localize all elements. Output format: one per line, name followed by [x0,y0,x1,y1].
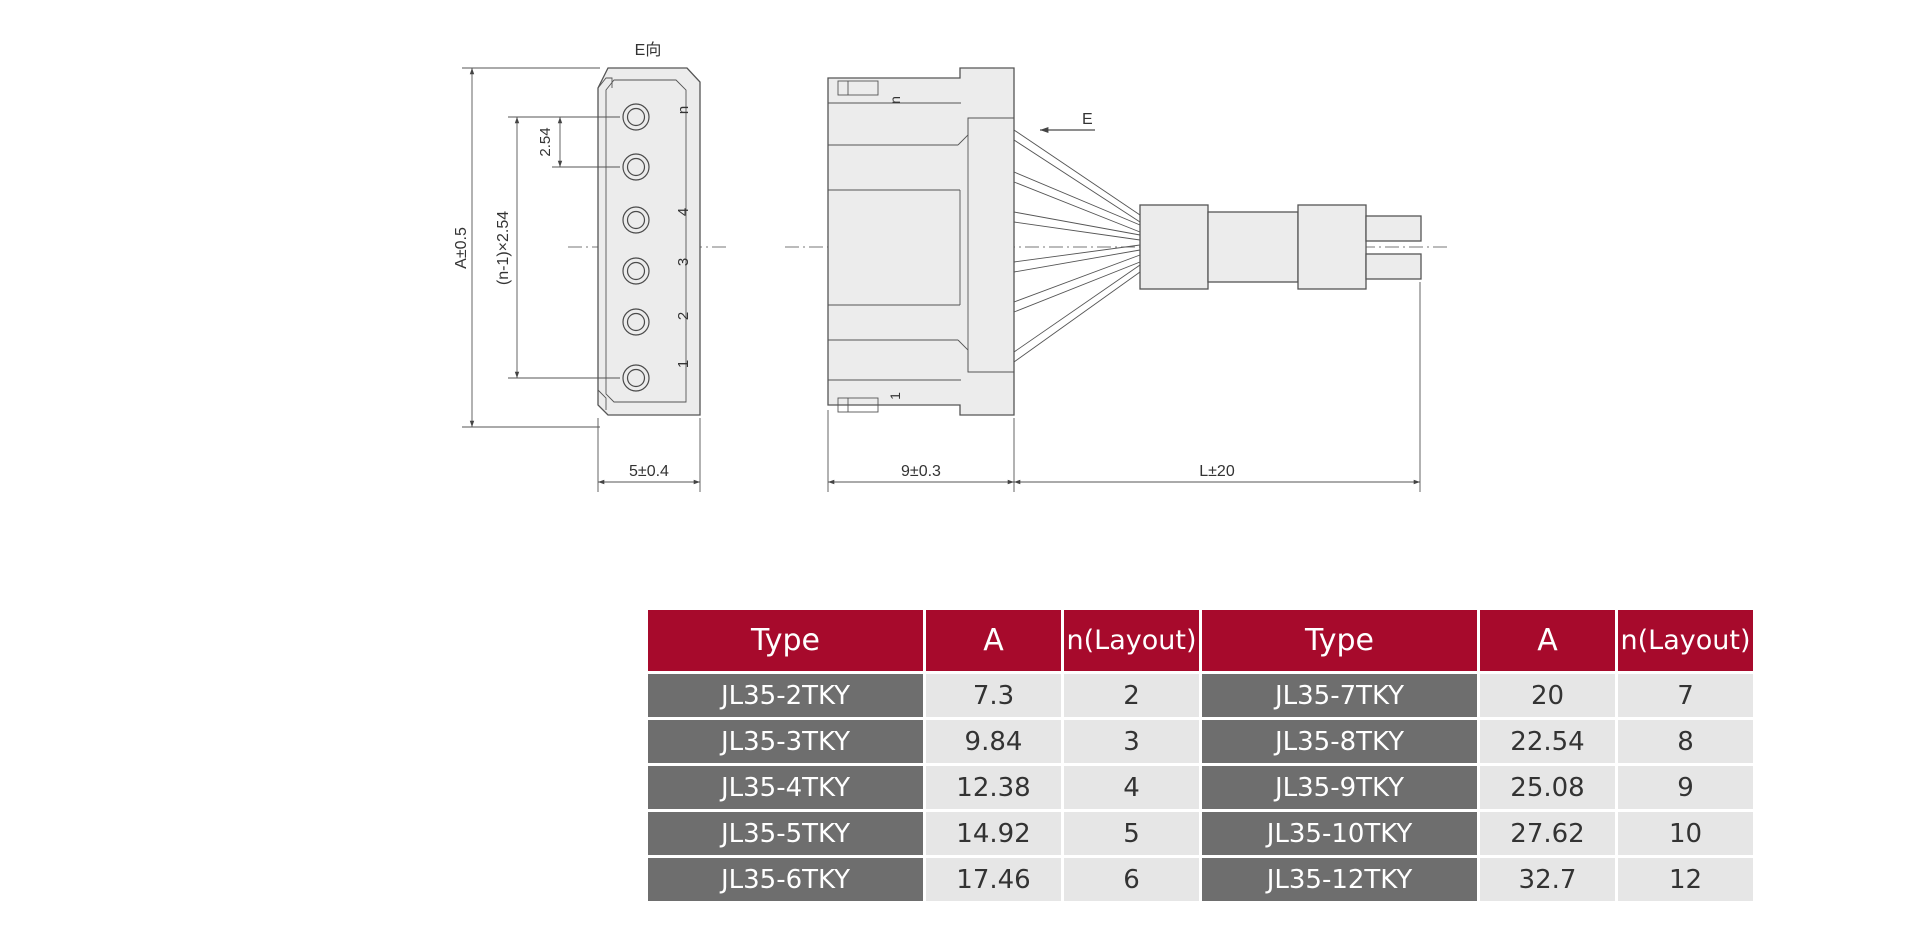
dim-body-length-label: 9±0.3 [901,463,941,480]
side-mark-bottom: 1 [887,392,903,400]
n-cell: 2 [1064,674,1199,717]
n-cell: 9 [1618,766,1753,809]
n-cell: 6 [1064,858,1199,901]
a-cell: 22.54 [1480,720,1615,763]
pin-label-n: n [675,106,692,114]
a-cell: 20 [1480,674,1615,717]
a-cell: 32.7 [1480,858,1615,901]
a-cell: 25.08 [1480,766,1615,809]
n-cell: 4 [1064,766,1199,809]
table-header-row: Type A n(Layout) Type A n(Layout) [648,610,1753,671]
a-cell: 12.38 [926,766,1061,809]
a-cell: 17.46 [926,858,1061,901]
table-row: JL35-4TKY 12.38 4 JL35-9TKY 25.08 9 [648,766,1753,809]
header-n-1: n(Layout) [1064,610,1199,671]
a-cell: 14.92 [926,812,1061,855]
type-cell: JL35-6TKY [648,858,923,901]
n-cell: 5 [1064,812,1199,855]
n-cell: 7 [1618,674,1753,717]
wire-bundle [1013,129,1141,363]
pin-label-4: 4 [675,208,692,216]
pin-array [622,103,650,392]
header-a-2: A [1480,610,1615,671]
type-cell: JL35-10TKY [1202,812,1477,855]
dim-pitch-total-label: (n-1)×2.54 [495,211,512,285]
header-n-2: n(Layout) [1618,610,1753,671]
dim-width-label: 5±0.4 [629,463,669,480]
table-row: JL35-6TKY 17.46 6 JL35-12TKY 32.7 12 [648,858,1753,901]
n-cell: 12 [1618,858,1753,901]
spec-table: Type A n(Layout) Type A n(Layout) JL35-2… [645,607,1756,904]
cable-sleeve-left [1139,204,1209,290]
n-cell: 10 [1618,812,1753,855]
dim-height-label: A±0.5 [453,227,470,269]
connector-technical-drawing: E向 n 4 3 2 1 A±0.5 (n-1)×2.54 [453,41,1450,492]
table-row: JL35-3TKY 9.84 3 JL35-8TKY 22.54 8 [648,720,1753,763]
header-type-1: Type [648,610,923,671]
wire-end-lower [1365,253,1422,280]
pin-label-1: 1 [675,360,692,368]
side-view: n 1 E 9±0.3 L±20 [785,67,1450,492]
type-cell: JL35-12TKY [1202,858,1477,901]
wire-end-upper [1365,215,1422,242]
a-cell: 9.84 [926,720,1061,763]
n-cell: 3 [1064,720,1199,763]
front-view: E向 n 4 3 2 1 A±0.5 (n-1)×2.54 [453,41,728,492]
header-a-1: A [926,610,1061,671]
type-cell: JL35-5TKY [648,812,923,855]
type-cell: JL35-8TKY [1202,720,1477,763]
cable-sleeve-right [1297,204,1367,290]
header-type-2: Type [1202,610,1477,671]
dim-pitch-label: 2.54 [537,127,554,156]
e-arrow-label: E [1082,111,1093,128]
type-cell: JL35-2TKY [648,674,923,717]
type-cell: JL35-7TKY [1202,674,1477,717]
pin-label-2: 2 [675,312,692,320]
table-row: JL35-5TKY 14.92 5 JL35-10TKY 27.62 10 [648,812,1753,855]
front-housing [597,67,701,416]
dim-cable-length-label: L±20 [1199,463,1235,480]
view-label: E向 [635,41,662,59]
table-row: JL35-2TKY 7.3 2 JL35-7TKY 20 7 [648,674,1753,717]
side-housing [827,67,1015,416]
type-cell: JL35-9TKY [1202,766,1477,809]
a-cell: 27.62 [1480,812,1615,855]
pin-label-3: 3 [675,258,692,266]
type-cell: JL35-3TKY [648,720,923,763]
n-cell: 8 [1618,720,1753,763]
a-cell: 7.3 [926,674,1061,717]
type-cell: JL35-4TKY [648,766,923,809]
cable-jacket [1207,211,1299,283]
side-mark-top: n [887,96,903,104]
